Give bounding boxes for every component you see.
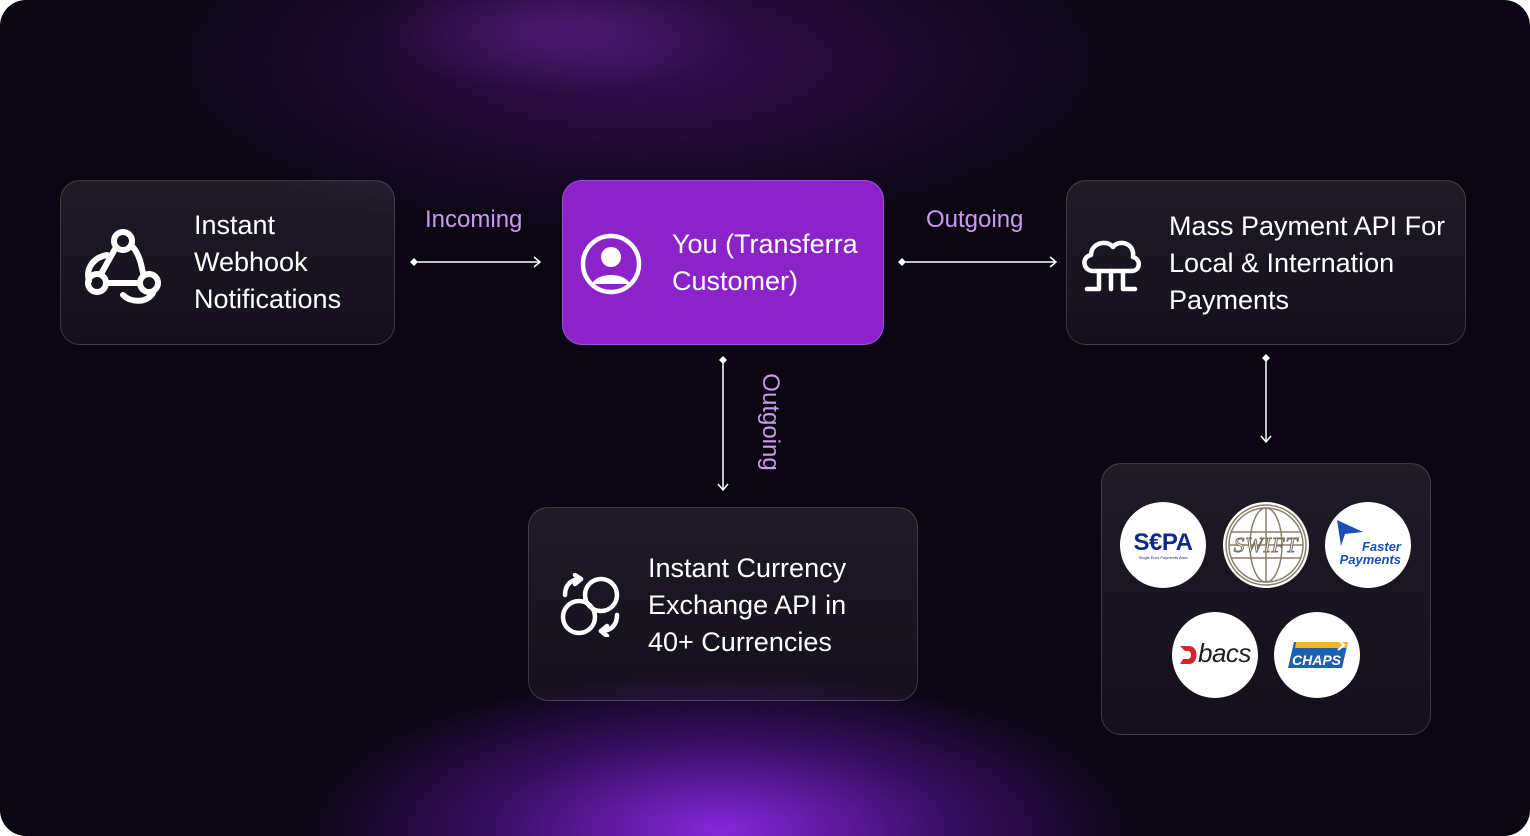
- mass-payment-card: Mass Payment API For Local & Internation…: [1066, 180, 1466, 345]
- cloud-network-icon: [1082, 240, 1141, 292]
- swift-logo: SWIFT: [1223, 502, 1309, 588]
- outgoing-down-arrow: [717, 356, 729, 492]
- outgoing-right-label: Outgoing: [926, 206, 1024, 233]
- faster-bottom-text: Payments: [1339, 552, 1401, 567]
- user-circle-icon: [580, 233, 642, 295]
- chaps-text: CHAPS: [1292, 652, 1342, 668]
- swift-text: SWIFT: [1233, 532, 1299, 557]
- customer-card: You (Transferra Customer): [562, 180, 884, 345]
- payments-vertical-arrow: [1260, 354, 1272, 444]
- webhook-icon: [85, 229, 161, 304]
- sepa-subtext: Single Euro Payments Area: [1138, 554, 1188, 560]
- webhook-card: Instant Webhook Notifications: [60, 180, 395, 345]
- faster-arrow-icon: [1337, 520, 1363, 546]
- currency-exchange-icon: [560, 573, 620, 637]
- bacs-mark-icon: [1180, 646, 1197, 664]
- customer-card-label: You (Transferra Customer): [672, 229, 858, 296]
- outgoing-down-label: Outgoing: [757, 373, 784, 471]
- faster-payments-logo: Faster Payments: [1325, 502, 1411, 588]
- chaps-badge-icon: [1288, 639, 1348, 668]
- faster-top-text: Faster: [1361, 539, 1401, 554]
- incoming-arrow: [410, 256, 542, 268]
- chaps-logo: CHAPS: [1274, 612, 1360, 698]
- outgoing-right-arrow: [898, 256, 1058, 268]
- currency-exchange-card-label: Instant Currency Exchange API in 40+ Cur…: [648, 553, 847, 657]
- bacs-text: bacs: [1198, 638, 1251, 668]
- swift-globe-icon: [1225, 504, 1307, 586]
- payment-networks-card: S€PA Single Euro Payments Area SWIFT: [1101, 463, 1431, 735]
- mass-payment-card-label: Mass Payment API For Local & Internation…: [1169, 211, 1446, 315]
- bacs-logo: bacs: [1172, 612, 1258, 698]
- sepa-text: S€PA: [1133, 528, 1193, 556]
- currency-exchange-card: Instant Currency Exchange API in 40+ Cur…: [528, 507, 918, 701]
- sepa-logo: S€PA Single Euro Payments Area: [1120, 502, 1206, 588]
- webhook-card-label: Instant Webhook Notifications: [194, 210, 342, 314]
- incoming-label: Incoming: [425, 206, 523, 233]
